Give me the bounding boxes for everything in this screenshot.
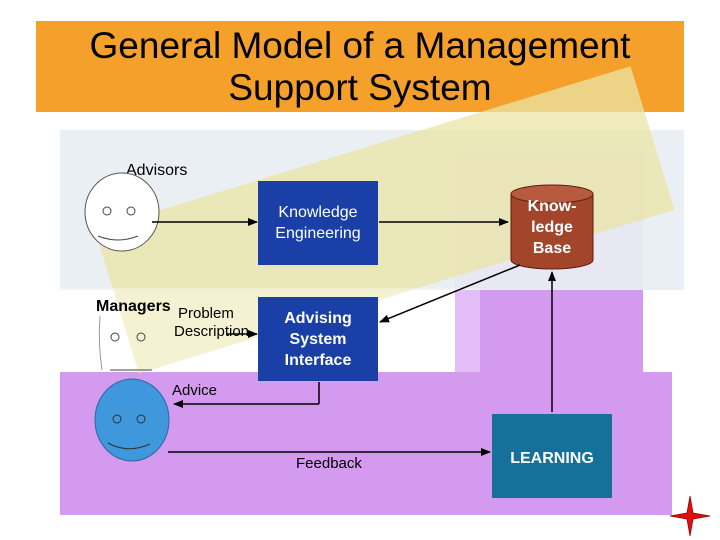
advising-interface-line-2: System xyxy=(289,330,347,348)
knowledge-base-line-2: ledge xyxy=(531,218,573,236)
knowledge-engineering-line-1: Knowledge xyxy=(278,204,358,221)
knowledge-base-cylinder xyxy=(510,184,594,270)
learning-label: LEARNING xyxy=(510,450,594,467)
title-band: General Model of a Management Support Sy… xyxy=(36,21,684,112)
knowledge-base-line-3: Base xyxy=(532,239,572,257)
manager-face-blue-icon xyxy=(94,378,170,462)
advising-interface-line-1: Advising xyxy=(284,309,352,327)
problem-label: Problem xyxy=(178,305,234,322)
advisors-label: Advisors xyxy=(126,162,188,179)
managers-label: Managers xyxy=(96,298,171,315)
knowledge-engineering-box: Knowledge Engineering xyxy=(258,181,378,265)
title-line-1: General Model of a Management xyxy=(89,24,631,66)
arrow-base-to-interface xyxy=(379,264,521,323)
advising-interface-line-3: Interface xyxy=(284,351,352,369)
feedback-label: Feedback xyxy=(296,455,362,472)
description-label: Description xyxy=(174,323,250,340)
learning-box: LEARNING xyxy=(492,414,612,498)
advice-label: Advice xyxy=(172,382,218,399)
knowledge-base-label: Know- ledge Base xyxy=(509,194,595,260)
knowledge-base-line-1: Know- xyxy=(527,197,577,215)
title-line-2: Support System xyxy=(228,66,492,108)
knowledge-engineering-line-2: Engineering xyxy=(275,225,361,242)
advisor-face-icon xyxy=(84,172,160,252)
advising-system-interface-box: Advising System Interface xyxy=(258,297,378,381)
manager-face-outline-icon xyxy=(98,315,152,371)
red-compass-star-icon xyxy=(669,495,711,537)
